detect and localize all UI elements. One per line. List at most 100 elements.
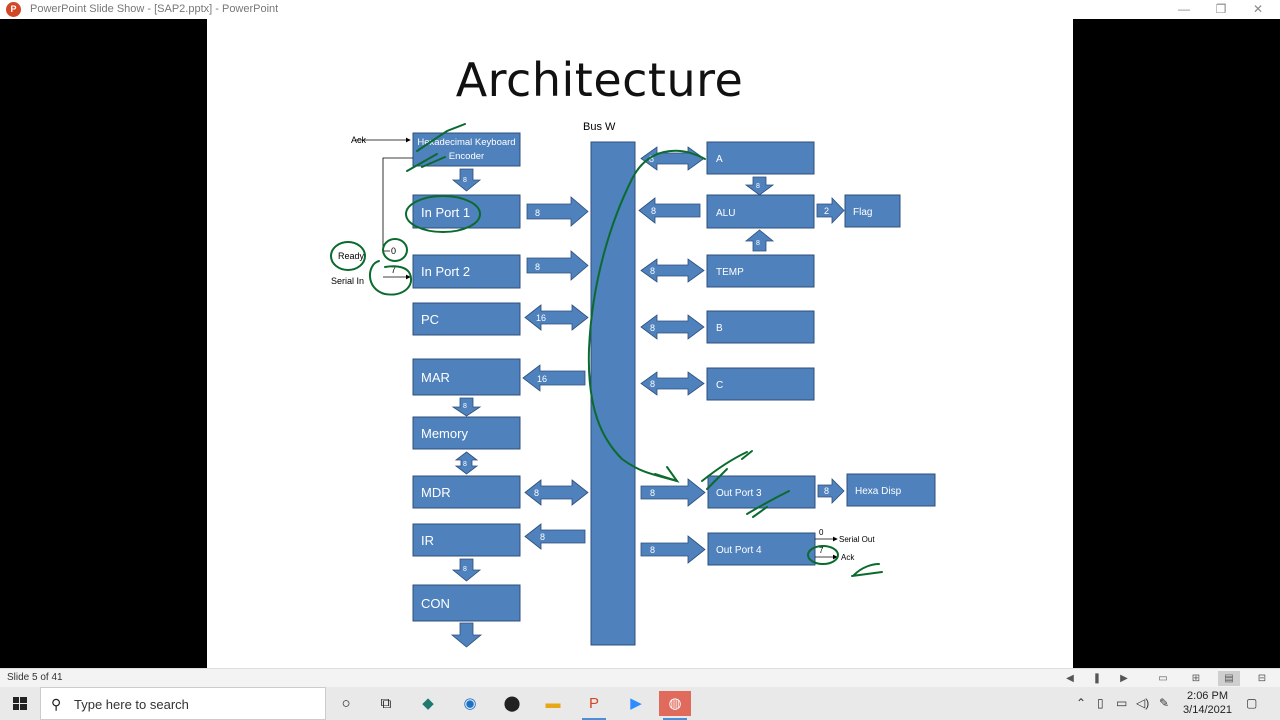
temp-width: 8 xyxy=(650,266,655,276)
mar-label: MAR xyxy=(421,370,450,385)
hexa-disp-label: Hexa Disp xyxy=(855,486,902,497)
a-register-label: A xyxy=(716,154,723,165)
alu-flag-width: 2 xyxy=(824,206,829,216)
next-slide-button[interactable]: ▶ xyxy=(1120,673,1128,684)
alu-to-flag-arrow xyxy=(816,197,845,224)
app-green-icon[interactable]: ◆ xyxy=(422,695,434,712)
mdr-bus-arrow xyxy=(524,479,589,506)
out-port-3-block xyxy=(707,475,816,509)
normal-view-icon[interactable]: ▭ xyxy=(1158,673,1168,684)
alu-to-bus-arrow xyxy=(638,197,701,224)
slide[interactable]: Architecture Bus W Hexadecimal Keyboard … xyxy=(207,19,1073,668)
window-titlebar: P PowerPoint Slide Show - [SAP2.pptx] - … xyxy=(0,0,1280,19)
taskbar-search-box[interactable]: ⚲ Type here to search xyxy=(40,687,326,720)
memory-block xyxy=(412,416,521,450)
inport2-width: 8 xyxy=(535,262,540,272)
zoom-icon[interactable]: ▶ xyxy=(630,695,642,712)
cortana-icon[interactable]: ○ xyxy=(341,695,351,712)
close-button[interactable]: ✕ xyxy=(1252,2,1264,16)
ir-block xyxy=(412,523,521,557)
alu-label: ALU xyxy=(716,208,735,219)
bit-7-out-label: 7 xyxy=(819,546,824,555)
pause-button[interactable]: ❚ xyxy=(1092,673,1102,684)
bus-b-arrow xyxy=(640,314,705,340)
ink-scribble-ack xyxy=(851,563,883,577)
pen-icon[interactable]: ✎ xyxy=(1159,696,1170,710)
task-view-icon[interactable]: ⧉ xyxy=(380,695,392,712)
hex-keyboard-label: Hexadecimal Keyboard Encoder xyxy=(417,137,516,162)
out3-to-hexa-arrow xyxy=(817,478,845,504)
b-register-label: B xyxy=(716,323,723,334)
ink-circle-ready xyxy=(330,241,366,271)
file-explorer-icon[interactable]: ▬ xyxy=(545,695,561,712)
ink-scribble-out3-bottom xyxy=(746,490,790,518)
bus-to-out4-arrow xyxy=(640,535,706,564)
alu-width: 8 xyxy=(651,206,656,216)
minimize-button[interactable]: — xyxy=(1178,2,1190,16)
slideshow-stage[interactable]: Architecture Bus W Hexadecimal Keyboard … xyxy=(0,19,1280,668)
c-register-label: C xyxy=(716,380,723,391)
temp-label: TEMP xyxy=(716,267,744,278)
clock-time: 2:06 PM xyxy=(1187,690,1228,702)
out-port-4-block xyxy=(707,532,816,566)
inport2-to-bus-arrow xyxy=(526,250,589,281)
ack-in-label: Ack xyxy=(351,135,367,145)
powerpoint-taskbar-icon[interactable]: P xyxy=(578,691,610,720)
search-icon: ⚲ xyxy=(51,696,62,712)
restore-button[interactable]: ❐ xyxy=(1215,2,1227,16)
con-block xyxy=(412,584,521,622)
bit-0-out-label: 0 xyxy=(819,528,824,537)
in-port-1-label: In Port 1 xyxy=(421,205,470,220)
ink-curve-head xyxy=(654,466,680,483)
ink-circle-serial-in xyxy=(369,260,413,296)
previous-slide-button[interactable]: ◀ xyxy=(1066,673,1074,684)
architecture-diagram: Bus W Hexadecimal Keyboard Encoder In Po… xyxy=(330,121,936,648)
bus-to-mar-arrow xyxy=(522,364,586,392)
taskbar-clock[interactable]: 2:06 PM 3/14/2021 xyxy=(1180,689,1235,717)
flag-label: Flag xyxy=(853,207,872,218)
bus-w-label: Bus W xyxy=(583,121,616,133)
battery-icon[interactable]: ▭ xyxy=(1116,696,1128,710)
ink-circle-inport1 xyxy=(405,195,481,233)
con-output-arrow xyxy=(450,622,483,648)
out3-hexa-width: 8 xyxy=(824,486,829,496)
hexa-disp-block xyxy=(846,473,936,507)
temp-block xyxy=(706,254,815,288)
windows-start-icon[interactable] xyxy=(0,687,40,720)
temp-to-alu-arrow xyxy=(744,229,775,252)
out3-width: 8 xyxy=(650,488,655,498)
flag-block xyxy=(844,194,901,228)
memory-mdr-arrow xyxy=(454,451,479,475)
memory-mdr-width: 8 xyxy=(463,461,467,468)
tray-chevron-icon[interactable]: ⌃ xyxy=(1076,696,1087,710)
serial-out-label: Serial Out xyxy=(839,535,875,544)
maps-icon[interactable]: ⬤ xyxy=(503,695,521,712)
c-register-block xyxy=(706,367,815,401)
bus-temp-arrow xyxy=(640,258,705,283)
bus-w xyxy=(590,141,636,646)
volume-icon[interactable]: ◁) xyxy=(1136,696,1150,710)
ink-circle-bit0 xyxy=(382,238,408,262)
chrome-icon[interactable]: ◍ xyxy=(659,691,691,720)
in-port-2-label: In Port 2 xyxy=(421,264,470,279)
windows-taskbar: ⚲ Type here to search ○ ⧉ ◆ ◉ ⬤ ▬ P ▶ ◍ … xyxy=(0,687,1280,720)
mdr-block xyxy=(412,475,521,509)
hex-keyboard-label-wrap: Hexadecimal Keyboard Encoder xyxy=(417,137,516,162)
inport1-to-bus-arrow xyxy=(526,196,589,227)
hex-inport1-width: 8 xyxy=(463,177,467,184)
bus-c-arrow xyxy=(640,371,705,396)
notifications-icon[interactable]: ▢ xyxy=(1246,696,1258,710)
slide-sorter-icon[interactable]: ⊞ xyxy=(1191,673,1201,684)
slide-counter: Slide 5 of 41 xyxy=(7,672,63,683)
slideshow-status-bar: Slide 5 of 41 ◀ ❚ ▶ ▭ ⊞ ▤ ⊟ xyxy=(0,668,1280,687)
ink-circle-ack-out xyxy=(807,545,839,565)
slideshow-view-icon[interactable]: ⊟ xyxy=(1257,673,1267,684)
edge-browser-icon[interactable]: ◉ xyxy=(463,695,477,712)
ir-con-width: 8 xyxy=(463,566,467,573)
tray-device-icon[interactable]: ▯ xyxy=(1097,696,1104,710)
a-width: 8 xyxy=(649,154,654,164)
bus-to-ir-arrow xyxy=(524,523,586,550)
pc-block xyxy=(412,302,521,336)
reading-view-icon[interactable]: ▤ xyxy=(1218,671,1240,686)
ir-label: IR xyxy=(421,533,434,548)
